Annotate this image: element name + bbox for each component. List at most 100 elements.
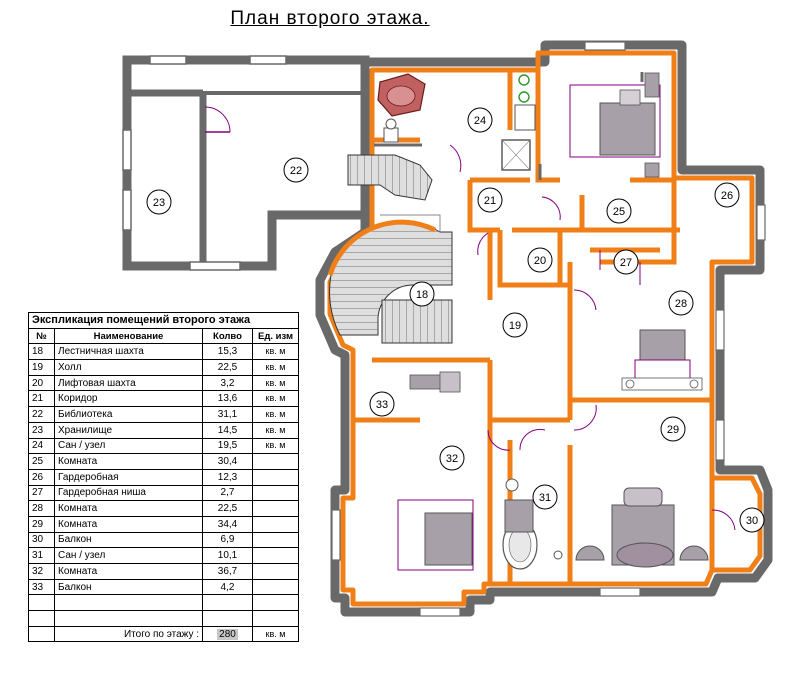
row-qty: 14,5 [202, 421, 253, 439]
row-unit: кв. м [251, 359, 300, 376]
room-label-circle [502, 312, 528, 338]
row-qty: 19,5 [202, 437, 253, 455]
room-label-21: 21 [484, 195, 496, 207]
total-label: Итого по этажу : [54, 625, 203, 643]
row-number: 28 [28, 500, 55, 517]
row-unit [251, 578, 300, 596]
main-outer-wall [315, 40, 773, 617]
row-name: Комната [54, 500, 203, 517]
room-label-33: 33 [376, 399, 388, 411]
left-wing-walls [122, 55, 370, 271]
room-label-circle [283, 157, 309, 183]
row-unit [251, 515, 300, 533]
row-unit [251, 547, 300, 564]
total-value: 280 [217, 628, 238, 640]
row-qty: 22,5 [202, 359, 253, 376]
total-value-cell: 280 [202, 625, 253, 643]
row-number: 23 [28, 421, 55, 439]
row-name: Лестничная шахта [54, 343, 203, 361]
row-name: Балкон [54, 531, 203, 549]
room-label-25: 25 [613, 206, 625, 218]
room-label-23: 23 [153, 197, 165, 209]
row-name: Коридор [54, 390, 203, 408]
row-qty: 10,1 [202, 547, 253, 564]
bath-31-fixtures [502, 478, 563, 570]
room-label-circle [668, 290, 694, 316]
row-number: 25 [28, 453, 55, 470]
room-label-19: 19 [509, 320, 521, 332]
row-number: 21 [28, 390, 55, 408]
row-unit [251, 500, 300, 517]
room-label-28: 28 [675, 298, 687, 310]
row-number: 27 [28, 484, 55, 502]
room-label-circle [660, 416, 686, 442]
room-label-circle [439, 445, 465, 471]
row-number: 31 [28, 547, 55, 564]
row-qty: 15,3 [202, 343, 253, 361]
room-label-circle [146, 189, 172, 215]
room-label-22: 22 [290, 165, 302, 177]
row-qty: 30,4 [202, 453, 253, 470]
row-unit: кв. м [251, 437, 300, 455]
staircase [327, 154, 453, 344]
row-name: Холл [54, 359, 203, 376]
doors [449, 144, 736, 531]
row-qty: 31,1 [202, 406, 253, 423]
row-name: Библиотека [54, 406, 203, 423]
room-label-31: 31 [539, 492, 551, 504]
row-number: 29 [28, 515, 55, 533]
bed-room-25 [569, 72, 661, 178]
row-unit [251, 531, 300, 549]
row-unit: кв. м [251, 390, 300, 408]
row-unit: кв. м [251, 343, 300, 361]
row-unit: кв. м [251, 374, 300, 392]
row-qty: 6,9 [202, 531, 253, 549]
interior-walls [353, 70, 715, 584]
room-label-32: 32 [446, 453, 458, 465]
room-label-24: 24 [474, 115, 486, 127]
row-name: Балкон [54, 578, 203, 596]
row-number: 32 [28, 563, 55, 580]
room-label-circle [613, 249, 639, 275]
header-unit: Ед. изм [251, 327, 300, 345]
row-name: Комната [54, 453, 203, 470]
row-number: 24 [28, 437, 55, 455]
room-label-20: 20 [534, 255, 546, 267]
row-number: 30 [28, 531, 55, 549]
row-number: 19 [28, 359, 55, 376]
row-qty: 4,2 [202, 578, 253, 596]
row-number: 18 [28, 343, 55, 361]
row-unit [251, 563, 300, 580]
room-label-circle [369, 391, 395, 417]
explication-table: Экспликация помещений второго этажа № На… [27, 312, 300, 643]
row-qty: 2,7 [202, 484, 253, 502]
row-name: Сан / узел [54, 437, 203, 455]
room-label-circle [532, 484, 558, 510]
row-number: 26 [28, 468, 55, 486]
row-number: 33 [28, 578, 55, 596]
room-label-18: 18 [416, 289, 428, 301]
row-qty: 22,5 [202, 500, 253, 517]
row-unit [251, 453, 300, 470]
bed-room-32 [397, 371, 474, 571]
room-label-circle [477, 187, 503, 213]
bath-24-fixtures [377, 73, 536, 171]
header-name: Наименование [54, 327, 203, 345]
row-name: Сан / узел [54, 547, 203, 564]
row-qty: 3,2 [202, 374, 253, 392]
room-label-29: 29 [667, 424, 679, 436]
row-unit: кв. м [251, 406, 300, 423]
